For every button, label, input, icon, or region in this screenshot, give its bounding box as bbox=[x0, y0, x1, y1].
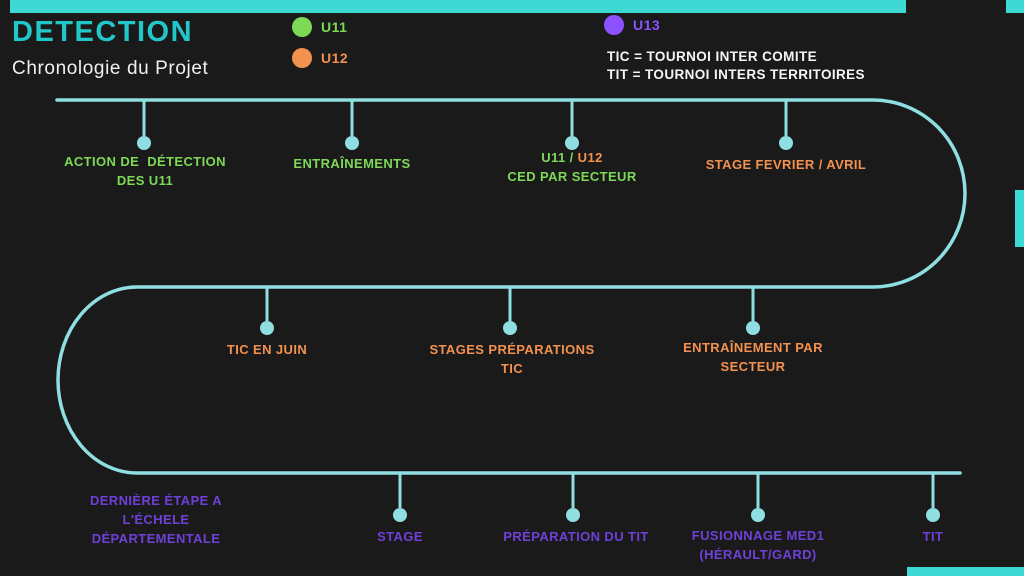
milestone-label-tic-en-juin: TIC EN JUIN bbox=[226, 342, 308, 357]
milestone-label-tit: TIT bbox=[922, 529, 944, 544]
page-subtitle: Chronologie du Projet bbox=[12, 58, 209, 79]
milestone-label-action-detection: ACTION DE DÉTECTION DES U11 bbox=[64, 154, 226, 188]
legend-label-u11: U11 bbox=[321, 19, 348, 35]
milestone-dot bbox=[393, 508, 407, 522]
page-title: DETECTION bbox=[12, 16, 194, 48]
milestone-dot bbox=[260, 321, 274, 335]
milestone-dot bbox=[137, 136, 151, 150]
milestone-dot bbox=[565, 136, 579, 150]
bottom-right-accent-bar bbox=[907, 567, 1024, 576]
u12-dot-icon bbox=[292, 48, 312, 68]
legend-item-u11: U11 bbox=[292, 17, 347, 37]
milestone-label-stage: STAGE bbox=[377, 529, 423, 544]
milestone-dot bbox=[345, 136, 359, 150]
milestone-label-stage-fevrier-avril: STAGE FEVRIER / AVRIL bbox=[705, 157, 867, 172]
legend-item-u13: U13 bbox=[604, 15, 660, 35]
abbreviation-notes: TIC = TOURNOI INTER COMITE TIT = TOURNOI… bbox=[607, 48, 865, 84]
legend-label-u12: U12 bbox=[321, 50, 349, 66]
milestone-label-fusionnage-med1: FUSIONNAGE MED1 (HÉRAULT/GARD) bbox=[691, 528, 825, 562]
u13-dot-icon bbox=[604, 15, 624, 35]
milestone-label-derniere-etape: DERNIÈRE ÉTAPE A L'ÉCHELE DÉPARTEMENTALE bbox=[89, 493, 223, 546]
milestone-dot bbox=[746, 321, 760, 335]
milestone-dot bbox=[779, 136, 793, 150]
top-accent-bar bbox=[10, 0, 906, 13]
note-tit: TIT = TOURNOI INTERS TERRITOIRES bbox=[607, 67, 865, 82]
legend-item-u12: U12 bbox=[292, 48, 348, 68]
milestone-label-entrainement-par-secteur: ENTRAÎNEMENT PAR SECTEUR bbox=[683, 340, 823, 374]
timeline-snake-path bbox=[55, 98, 967, 475]
top-right-accent-bar bbox=[1006, 0, 1024, 13]
milestone-label-u11-u12-ced: U11 / U12 CED PAR SECTEUR bbox=[507, 150, 637, 184]
milestone-label-stages-preparations-tic: STAGES PRÉPARATIONS TIC bbox=[429, 342, 595, 376]
milestone-dot bbox=[503, 321, 517, 335]
u11-dot-icon bbox=[292, 17, 312, 37]
milestone-label-entrainements: ENTRAÎNEMENTS bbox=[293, 156, 411, 171]
milestone-dot bbox=[926, 508, 940, 522]
milestone-dot bbox=[751, 508, 765, 522]
note-tic: TIC = TOURNOI INTER COMITE bbox=[607, 49, 818, 64]
header: DETECTION Chronologie du Projet bbox=[12, 16, 208, 80]
milestone-dot bbox=[566, 508, 580, 522]
legend-label-u13: U13 bbox=[633, 17, 661, 33]
right-edge-accent-bar bbox=[1015, 190, 1024, 247]
milestone-label-preparation-tit: PRÉPARATION DU TIT bbox=[503, 529, 649, 544]
